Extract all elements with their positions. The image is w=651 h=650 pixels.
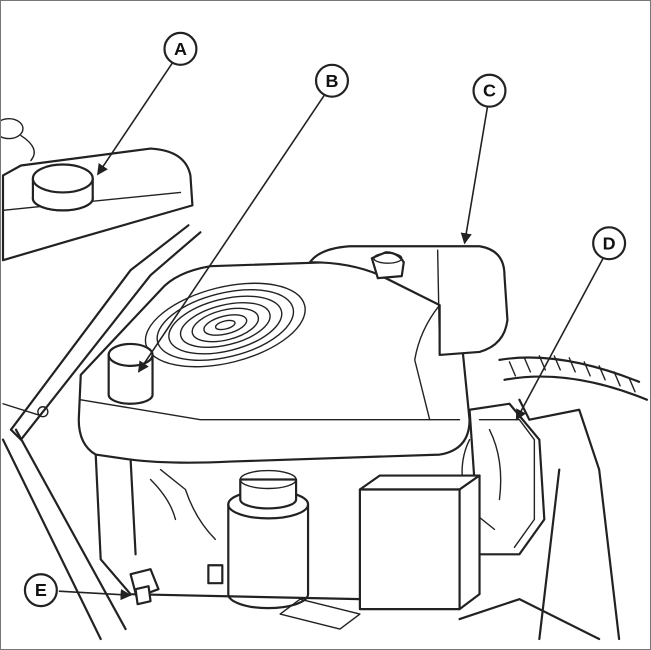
hood-panel xyxy=(1,224,202,641)
callout-e: E xyxy=(23,573,58,608)
callout-a: A xyxy=(163,31,198,66)
oil-filter xyxy=(159,468,310,610)
leader-line-a xyxy=(97,62,174,176)
callout-b: B xyxy=(314,63,350,98)
callout-a-label: A xyxy=(174,39,187,59)
control-box xyxy=(358,474,481,611)
vent-rings xyxy=(144,282,306,368)
oil-fill-cap xyxy=(107,342,154,405)
tire-and-fender xyxy=(458,355,649,641)
fuel-tank xyxy=(1,117,194,262)
leader-line-d xyxy=(515,257,604,421)
fuel-cap xyxy=(31,163,94,212)
callout-e-label: E xyxy=(35,580,47,600)
leader-line-e xyxy=(58,589,132,601)
leader-line-c xyxy=(460,106,489,245)
callout-c-label: C xyxy=(483,81,496,101)
air-cleaner-cover xyxy=(308,245,509,357)
callout-b-label: B xyxy=(325,71,338,91)
callout-c: C xyxy=(472,73,507,108)
oil-drain-plug xyxy=(129,568,160,606)
callout-d-label: D xyxy=(603,233,616,253)
engine-base xyxy=(94,453,361,630)
callout-d: D xyxy=(592,226,627,261)
leader-line-b xyxy=(137,95,325,373)
ignition-module xyxy=(461,402,546,556)
